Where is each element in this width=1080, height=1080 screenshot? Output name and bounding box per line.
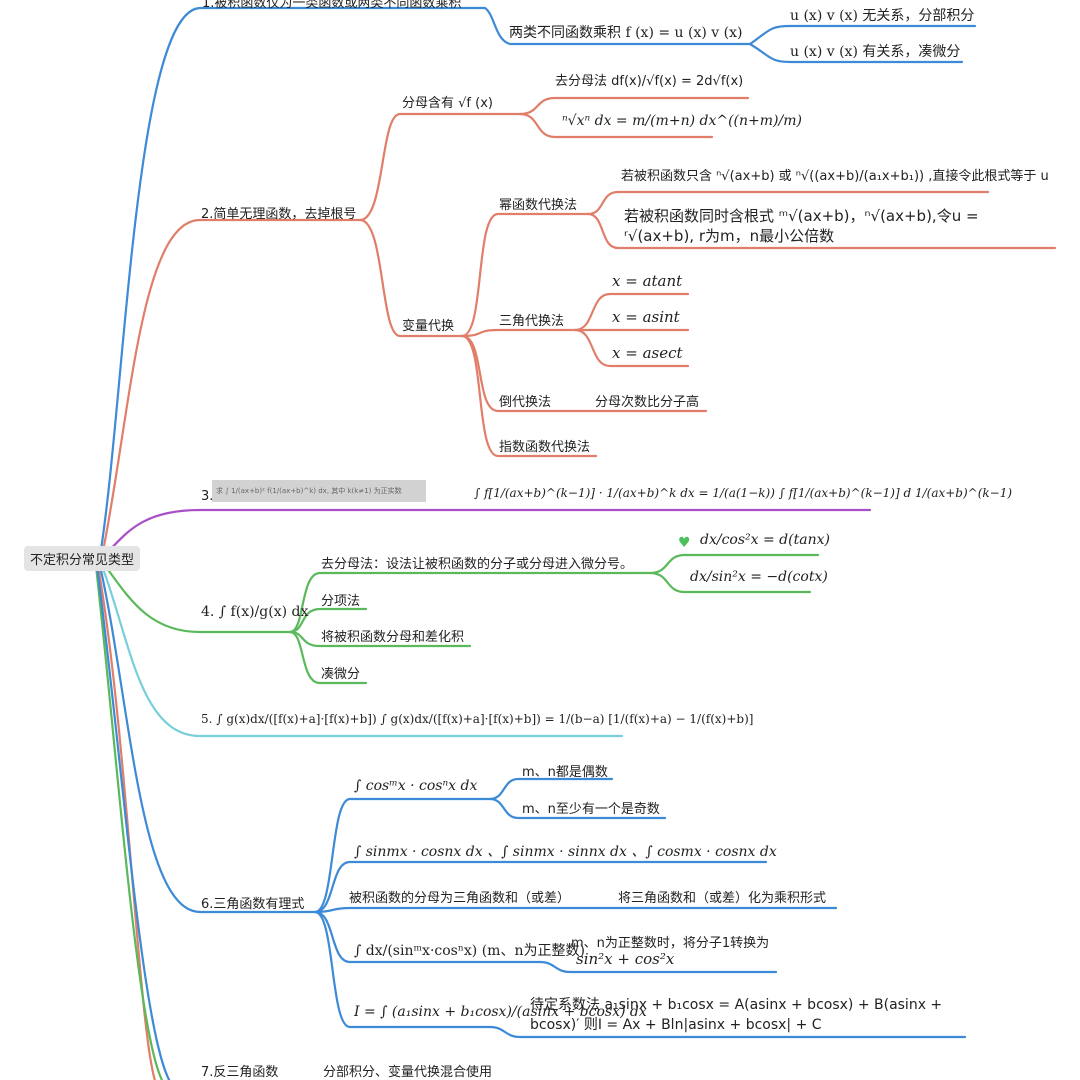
branch-2-root-formula[interactable]: ⁿ√xⁿ dx = m/(m+n) dx^((n+m)/m)	[562, 113, 802, 129]
branch-4-tan-differential[interactable]: dx/cos²x = d(tanx)	[700, 532, 830, 548]
root-node[interactable]: 不定积分常见类型	[24, 546, 141, 571]
connector-b2	[100, 218, 362, 558]
branch-6-convert-one[interactable]: m、n为正整数时，将分子1转换为	[571, 936, 770, 951]
power-substitution-rule-2[interactable]: 若被积函数同时含根式 ᵐ√(ax+b)，ⁿ√(ax+b),令u = ʳ√(ax+…	[624, 207, 979, 245]
branch-6-cos-power-product[interactable]: ∫ cosᵐx · cosⁿx dx	[354, 778, 478, 794]
branch-6-label[interactable]: 6.三角函数有理式	[201, 897, 305, 912]
branch-7-mixed-method[interactable]: 分部积分、变量代换混合使用	[323, 1065, 493, 1080]
branch-6-trig-sum-denominator[interactable]: 被积函数的分母为三角函数和（或差）	[349, 891, 571, 906]
connector-b8	[94, 564, 164, 1080]
branch-6-undetermined-coefficients[interactable]: 待定系数法 a₁sinx + b₁cosx = A(asinx + bcosx)…	[530, 997, 943, 1033]
exponential-substitution[interactable]: 指数函数代换法	[499, 440, 591, 455]
trig-substitution[interactable]: 三角代换法	[499, 314, 565, 329]
trig-sub-sec[interactable]: x = asect	[612, 344, 683, 362]
branch-2-label[interactable]: 2.简单无理函数，去掉根号	[201, 207, 357, 222]
branch-3-problem-image: 求 ∫ 1/(ax+b)² f(1/(ax+b)^k) dx, 其中 k(k≠1…	[212, 480, 426, 502]
branch-4-cot-differential[interactable]: dx/sin²x = −d(cotx)	[690, 569, 828, 585]
branch-6-reciprocal-powers[interactable]: ∫ dx/(sinᵐx·cosⁿx) (m、n为正整数)	[354, 943, 585, 959]
branch-6-both-even[interactable]: m、n都是偶数	[522, 765, 608, 780]
connector-b6	[98, 564, 317, 914]
branch-1-leaf-parts[interactable]: u (x) v (x) 无关系，分部积分	[790, 8, 975, 24]
branch-4-partial-fractions[interactable]: 分项法	[321, 594, 361, 609]
connector-b4	[102, 562, 292, 634]
branch-4-sum-to-product[interactable]: 将被积函数分母和差化积	[321, 630, 465, 645]
trig-sub-tan[interactable]: x = atant	[612, 272, 683, 290]
branch-4-substitution-differential[interactable]: 凑微分	[321, 667, 361, 682]
branch-6-pythagorean-identity[interactable]: sin²x + cos²x	[576, 950, 675, 968]
branch-1-label[interactable]: 1.被积函数仅为一类函数或两类不同函数乘积	[202, 0, 462, 11]
branch-1-product-node[interactable]: 两类不同函数乘积 f (x) = u (x) v (x)	[509, 25, 743, 41]
branch-3-label[interactable]: 3.	[201, 489, 214, 504]
branch-3-formula[interactable]: ∫ f[1/(ax+b)^(k−1)] · 1/(ax+b)^k dx = 1/…	[474, 486, 1013, 500]
branch-6-convert-to-product[interactable]: 将三角函数和（或差）化为乘积形式	[618, 891, 827, 906]
reciprocal-substitution[interactable]: 倒代换法	[499, 395, 552, 410]
branch-5-label[interactable]: 5. ∫ g(x)dx/([f(x)+a]·[f(x)+b]) ∫ g(x)dx…	[201, 712, 754, 726]
trig-sub-sin[interactable]: x = asint	[612, 308, 680, 326]
connector-b1	[98, 6, 487, 558]
branch-4-label[interactable]: 4. ∫ f(x)/g(x) dx	[201, 604, 309, 620]
heart-icon: ♥	[678, 535, 691, 551]
branch-2-sqrt-denominator[interactable]: 分母含有 √f (x)	[402, 96, 493, 111]
reciprocal-substitution-rule[interactable]: 分母次数比分子高	[595, 395, 700, 410]
branch-1-leaf-substitution[interactable]: u (x) v (x) 有关系，凑微分	[790, 44, 961, 60]
branch-2-variable-substitution[interactable]: 变量代换	[402, 319, 455, 334]
branch-6-one-odd[interactable]: m、n至少有一个是奇数	[522, 802, 660, 817]
branch-4-remove-denominator[interactable]: 去分母法：设法让被积函数的分子或分母进入微分号。	[321, 557, 634, 572]
connector-b9	[95, 564, 171, 1080]
branch-6-linear-combination[interactable]: I = ∫ (a₁sinx + b₁cosx)/(asinx + bcosx) …	[354, 1004, 647, 1020]
connector-b5	[100, 564, 624, 738]
branch-6-product-integrals[interactable]: ∫ sinmx · cosnx dx 、∫ sinmx · sinnx dx 、…	[354, 844, 777, 860]
power-substitution[interactable]: 幂函数代换法	[499, 198, 578, 213]
power-substitution-rule-1[interactable]: 若被积函数只含 ⁿ√(ax+b) 或 ⁿ√((ax+b)/(a₁x+b₁)) ,…	[621, 169, 1049, 184]
branch-2-remove-denominator[interactable]: 去分母法 df(x)/√f(x) = 2d√f(x)	[555, 74, 744, 89]
branch-7-label[interactable]: 7.反三角函数	[201, 1065, 279, 1080]
